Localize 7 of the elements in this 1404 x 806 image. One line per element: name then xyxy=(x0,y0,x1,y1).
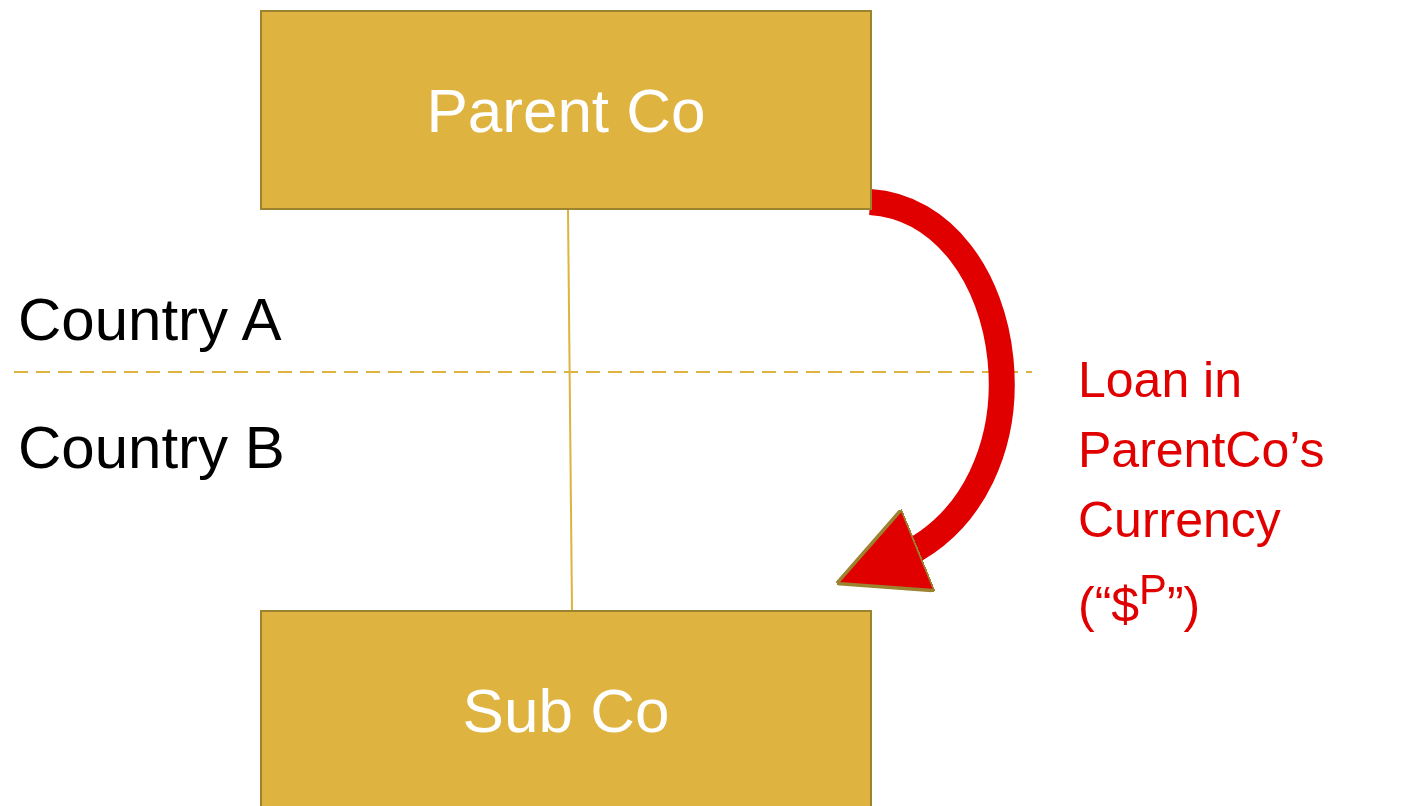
company-name: Sub Co xyxy=(462,674,670,746)
company-box xyxy=(260,610,872,806)
country-label: Country B xyxy=(18,413,285,482)
company-box xyxy=(260,10,872,210)
country-label: Country A xyxy=(18,285,282,354)
company-name: Parent Co xyxy=(426,74,706,146)
connector-line xyxy=(567,209,573,611)
